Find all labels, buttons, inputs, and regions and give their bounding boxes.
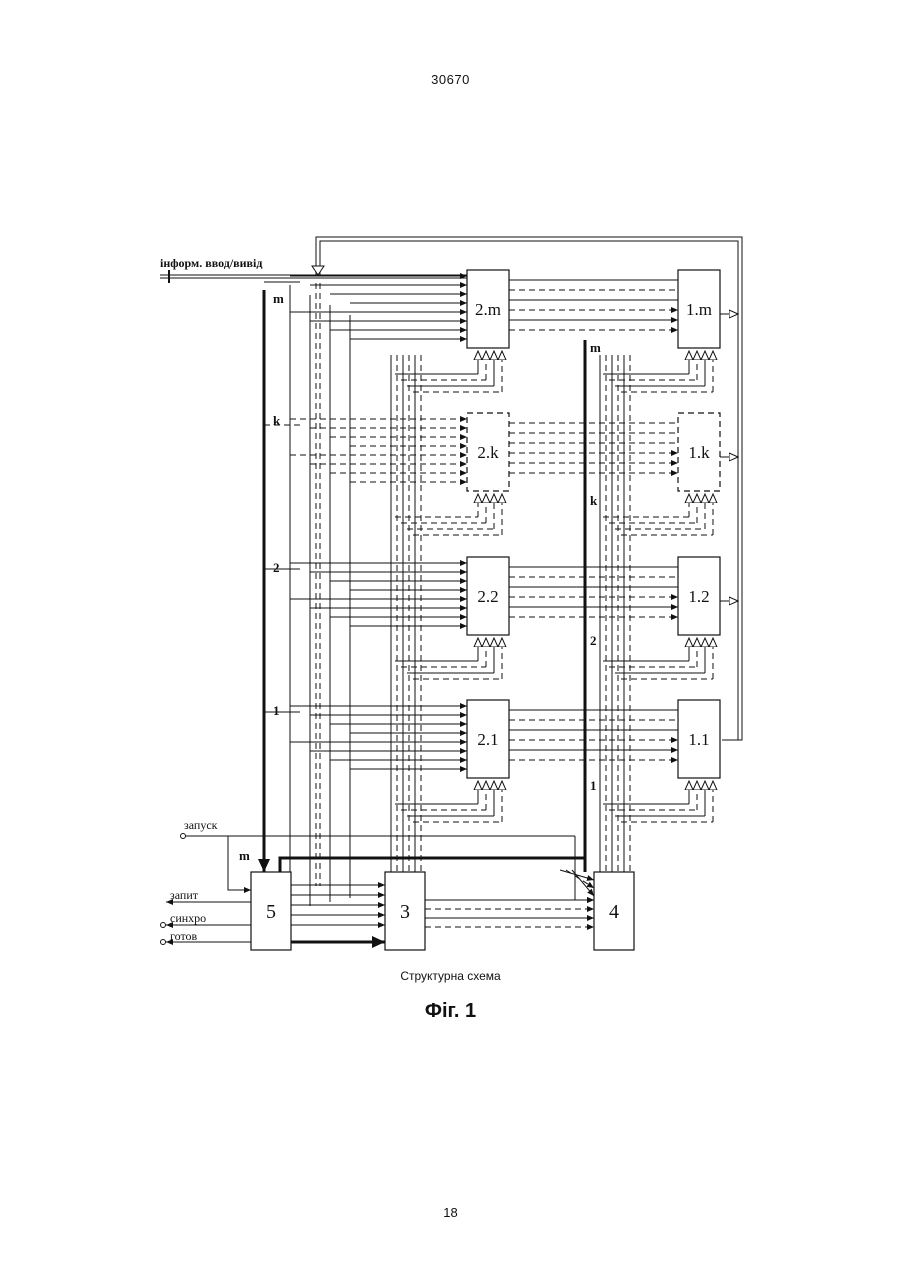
page-number: 18 (0, 1205, 901, 1220)
signal-label-gotov: готов (170, 929, 198, 943)
block-4: 4 (594, 872, 634, 950)
figure-label: Фіг. 1 (0, 1000, 901, 1023)
zapusk-line (185, 836, 251, 890)
block-2-k: 2.k (467, 413, 509, 491)
index-label-right: 2 (590, 633, 597, 648)
block-label: 1.1 (688, 730, 709, 749)
zapusk-terminal (181, 834, 186, 839)
block-label: 1.2 (688, 587, 709, 606)
block-1-m: 1.m (678, 270, 720, 348)
index-label-left: m (273, 291, 284, 306)
synhro-terminal (161, 923, 166, 928)
index-label-left: 2 (273, 560, 280, 575)
index-label-right: 1 (590, 778, 597, 793)
bus-label: інформ. ввод/вивід (160, 256, 262, 270)
block-3: 3 (385, 872, 425, 950)
signal-label-zapyt: запит (170, 888, 199, 902)
gotov-terminal (161, 940, 166, 945)
blocks-layer: 2.m 1.m 2.k 1.k 2.2 1.2 2.1 1.1 5 3 4 (251, 270, 720, 950)
block-2-m: 2.m (467, 270, 509, 348)
block-label: 1.k (688, 443, 710, 462)
index-label-right: k (590, 493, 598, 508)
block-label: 1.m (686, 300, 712, 319)
block-label: 4 (609, 901, 619, 923)
block-1-1: 1.1 (678, 700, 720, 778)
figure-caption: Структурна схема (0, 969, 901, 983)
block-5: 5 (251, 872, 291, 950)
signal-label-zapusk: запуск (184, 818, 218, 832)
block-2-1: 2.1 (467, 700, 509, 778)
index-label-left: 1 (273, 703, 280, 718)
block-label: 3 (400, 901, 410, 923)
wiring (160, 237, 742, 945)
thick-bus (280, 858, 585, 872)
signal-label-synhro: синхро (170, 911, 206, 925)
index-label-m-bottom: m (239, 848, 250, 863)
block-label: 5 (266, 901, 276, 923)
block-1-k: 1.k (678, 413, 720, 491)
loop-bus (320, 241, 738, 740)
block-2-2: 2.2 (467, 557, 509, 635)
index-label-left: k (273, 413, 281, 428)
bus-arrow-icon (312, 266, 324, 275)
block-label: 2.1 (477, 730, 498, 749)
block-label: 2.2 (477, 587, 498, 606)
index-label-right: m (590, 340, 601, 355)
block-label: 2.m (475, 300, 501, 319)
block-1-2: 1.2 (678, 557, 720, 635)
block-label: 2.k (477, 443, 499, 462)
wire (560, 870, 594, 880)
